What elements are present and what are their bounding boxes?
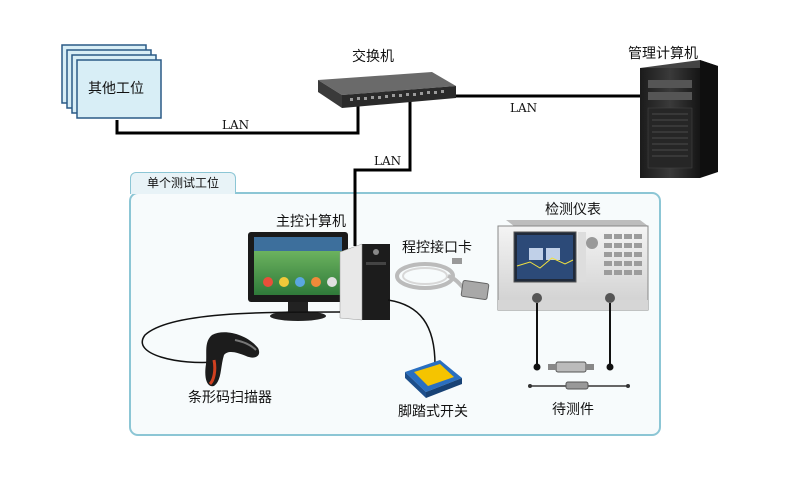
management-computer-label: 管理计算机 — [628, 46, 698, 62]
switch-label: 交换机 — [352, 49, 394, 65]
foot-switch-icon — [405, 360, 462, 398]
station-tab-label: 单个测试工位 — [130, 172, 236, 194]
test-instrument-label: 检测仪表 — [545, 202, 601, 218]
instrument-test-leads — [536, 303, 611, 366]
switch-icon — [318, 72, 456, 108]
interface-card-label: 程控接口卡 — [402, 240, 472, 256]
instrument-icon — [497, 220, 649, 311]
barcode-scanner-icon — [205, 332, 260, 387]
lan-label-left: LAN — [222, 118, 250, 132]
lan-line-left — [115, 103, 360, 135]
barcode-scanner-label: 条形码扫描器 — [188, 390, 272, 406]
foot-switch-label: 脚踏式开关 — [398, 404, 468, 420]
other-workstations-label: 其他工位 — [88, 81, 144, 97]
pc-tower-icon — [339, 243, 390, 321]
footswitch-cable — [387, 299, 436, 366]
server-tower-icon — [640, 60, 718, 178]
monitor-icon — [248, 232, 348, 321]
dut-icon — [528, 361, 630, 390]
other-workstations-icon — [61, 44, 162, 119]
scanner-cable — [141, 311, 341, 364]
lan-connections — [115, 94, 640, 246]
main-computer-label: 主控计算机 — [276, 214, 346, 230]
dut-label: 待测件 — [552, 402, 594, 418]
lan-label-down: LAN — [374, 154, 402, 168]
gpib-cable-icon — [395, 258, 490, 300]
lan-label-right: LAN — [510, 101, 538, 115]
lan-line-down — [353, 100, 412, 246]
